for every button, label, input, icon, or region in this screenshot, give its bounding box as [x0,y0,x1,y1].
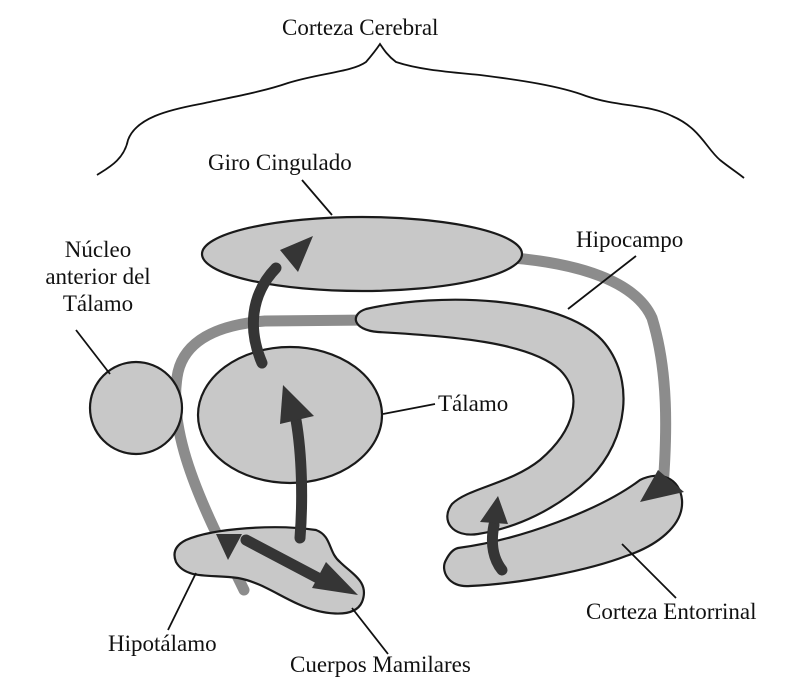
giro-leader-line [302,180,332,215]
corteza-cerebral-label: Corteza Cerebral [282,14,438,41]
mammillary-to-thalamus-arrow [296,420,302,538]
hipotalamo-leader-line [168,573,196,630]
nucleo-anterior-label: Núcleo anterior del Tálamo [28,236,168,317]
cingulate-gyrus-shape [202,217,522,291]
hipotalamo-label: Hipotálamo [108,630,217,657]
talamo-label: Tálamo [438,390,508,417]
anterior-thalamic-nucleus-shape [90,362,182,454]
hippocampus-shape [356,300,624,535]
entorrinal-leader-line [622,544,676,598]
nucleo-label-line-2: anterior del [28,263,168,290]
mamilares-leader-line [352,608,388,654]
cerebral-cortex-outline [97,44,744,178]
hipocampo-label: Hipocampo [576,226,683,253]
giro-cingulado-label: Giro Cingulado [208,149,352,176]
nucleo-label-line-3: Tálamo [28,290,168,317]
hypothalamus-mammillary-shape [174,527,364,613]
talamo-leader-line [383,404,435,414]
corteza-entorrinal-label: Corteza Entorrinal [586,598,757,625]
nucleo-leader-line [76,330,110,374]
nucleo-label-line-1: Núcleo [28,236,168,263]
cuerpos-mamilares-label: Cuerpos Mamilares [290,651,471,678]
